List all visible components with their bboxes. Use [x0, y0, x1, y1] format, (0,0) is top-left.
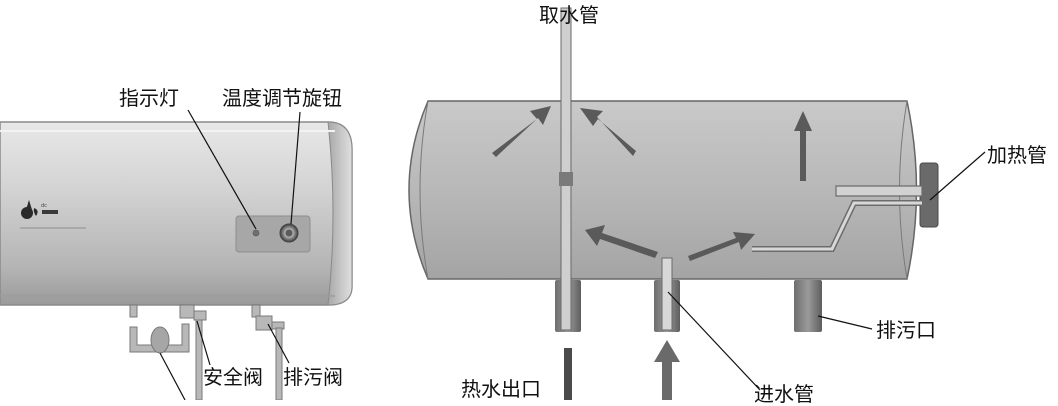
inlet-pipe	[661, 257, 673, 331]
hot-water-down-arrow-icon	[564, 348, 572, 400]
inlet-up-arrow-icon	[654, 340, 680, 400]
left-leader-lines	[159, 109, 301, 400]
control-panel	[235, 215, 311, 253]
drain-outlet-foot	[794, 280, 822, 332]
tank-cutaway	[408, 7, 939, 400]
flow-arrow-icon	[492, 106, 812, 261]
inlet-pipe-label: 进水管	[754, 382, 814, 406]
right-leader-lines	[667, 151, 986, 391]
heater-right-cap	[327, 121, 353, 306]
brand-mark: dc	[41, 203, 47, 209]
indicator-light-label: 指示灯	[119, 86, 179, 110]
temperature-knob-label: 温度调节旋钮	[222, 86, 342, 110]
hot-water-outlet-label: 热水出口	[461, 377, 541, 401]
brand-logo-icon	[21, 200, 58, 219]
drain-outlet-label: 排污口	[876, 318, 936, 342]
heating-tube-label: 加热管	[987, 143, 1047, 167]
safety-valve-label: 安全阀	[203, 365, 263, 389]
heater-unit	[0, 121, 353, 400]
indicator-light-icon	[252, 229, 260, 237]
intake-pipe-label: 取水管	[539, 3, 599, 27]
heater-bottom-fittings	[129, 304, 285, 400]
drain-valve-label: 排污阀	[283, 365, 343, 389]
intake-pipe	[560, 7, 572, 331]
heating-tube	[752, 185, 923, 252]
